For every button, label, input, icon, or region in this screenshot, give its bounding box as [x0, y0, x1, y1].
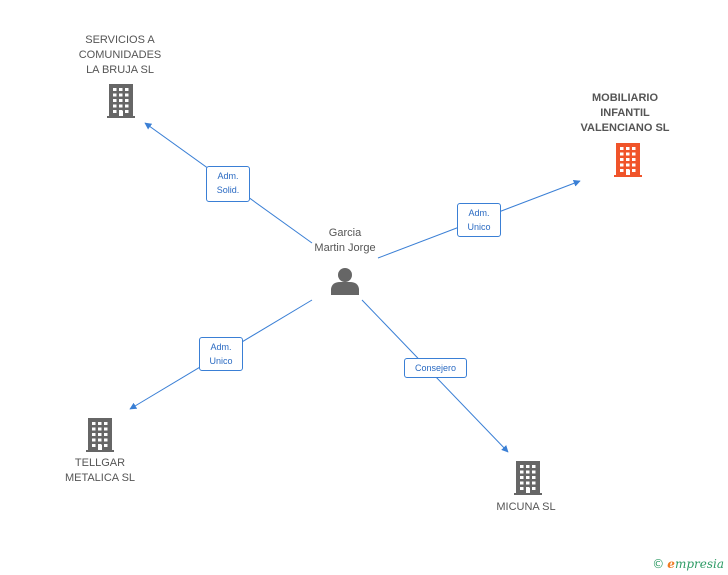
brand-initial: e [667, 557, 675, 571]
person-label[interactable]: Garcia Martin Jorge [300, 226, 390, 256]
building-icon-micuna[interactable] [514, 461, 542, 495]
company-label-mobiliario[interactable]: MOBILIARIO INFANTIL VALENCIANO SL [565, 91, 685, 136]
edge-label-servicios[interactable]: Adm. Solid. [206, 166, 250, 202]
company-label-line: COMUNIDADES [78, 49, 162, 61]
edge-label-mobiliario[interactable]: Adm. Unico [457, 203, 501, 237]
company-label-line: INFANTIL [600, 107, 650, 119]
company-label-servicios[interactable]: SERVICIOS A COMUNIDADES LA BRUJA SL [60, 33, 180, 78]
company-label-line: VALENCIANO SL [580, 122, 670, 134]
edge-label-micuna[interactable]: Consejero [404, 358, 467, 378]
person-name-line2: Martin Jorge [314, 242, 376, 254]
company-label-line: METALICA SL [64, 472, 136, 484]
company-label-line: MICUNA SL [496, 501, 556, 513]
edge-label-line: Solid. [216, 185, 240, 195]
company-label-line: LA BRUJA SL [86, 64, 154, 76]
company-label-tellgar[interactable]: TELLGAR METALICA SL [45, 456, 155, 486]
company-label-micuna[interactable]: MICUNA SL [476, 500, 576, 515]
edge-label-line: Consejero [414, 363, 457, 373]
building-icon-tellgar[interactable] [86, 418, 114, 452]
brand-name: mpresia [674, 557, 724, 571]
building-icon-servicios[interactable] [107, 84, 135, 118]
copyright-icon: © [652, 557, 665, 571]
company-label-line: SERVICIOS A [85, 34, 155, 46]
edge-label-line: Adm. [468, 208, 490, 218]
person-icon[interactable] [331, 268, 359, 295]
edge-label-line: Unico [467, 222, 491, 232]
empresia-watermark[interactable]: ©empresia [652, 557, 724, 571]
company-label-line: TELLGAR [74, 457, 126, 469]
edge-label-line: Unico [209, 356, 233, 366]
person-name-line1: Garcia [328, 227, 362, 239]
company-label-line: MOBILIARIO [592, 92, 658, 104]
edge-label-tellgar[interactable]: Adm. Unico [199, 337, 243, 371]
building-icon-mobiliario[interactable] [614, 143, 642, 177]
edge-label-line: Adm. [210, 342, 232, 352]
edge-label-line: Adm. [217, 171, 239, 181]
